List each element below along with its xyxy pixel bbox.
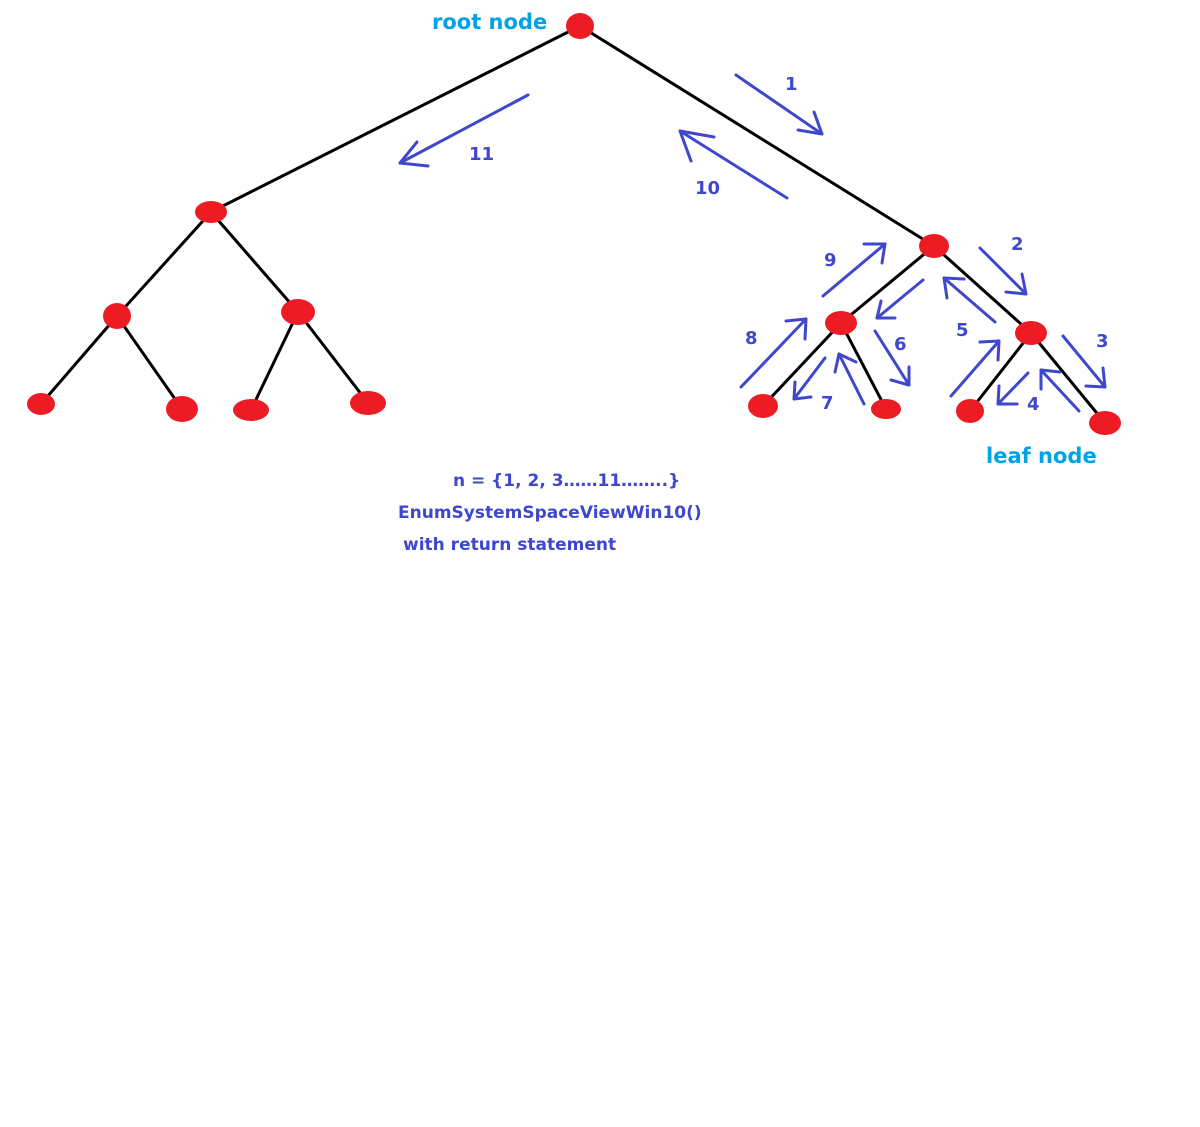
arrow-step-3: [1061, 334, 1107, 389]
note-function: EnumSystemSpaceViewWin10(): [398, 503, 702, 523]
arrow-step-9b: [875, 278, 925, 320]
leaf-node-2: [166, 396, 198, 422]
arrow-step-8: [739, 317, 808, 389]
edge-root-right: [578, 24, 936, 248]
edge-ll-leaf1: [39, 314, 119, 406]
node-right-left: [825, 311, 857, 335]
step-label-3: 3: [1096, 331, 1109, 352]
node-right: [919, 234, 949, 258]
step-label-7: 7: [821, 393, 834, 414]
step-label-6: 6: [894, 334, 907, 355]
edge-lr-leaf3: [249, 310, 300, 412]
arrow-step-6: [873, 329, 911, 387]
step-label-1: 1: [785, 74, 798, 95]
step-label-10: 10: [695, 178, 720, 199]
leaf-node-4: [350, 391, 386, 415]
arrow-step-1: [734, 73, 824, 136]
node-left: [195, 201, 227, 223]
arrow-step-9: [821, 242, 887, 298]
leaf-node-3: [233, 399, 269, 421]
edge-rl-leaf5: [761, 321, 843, 408]
arrow-step-5: [942, 276, 997, 324]
root-node: [566, 13, 594, 39]
arrow-step-4: [996, 371, 1030, 406]
arrow-step-11: [398, 93, 530, 168]
arrow-step-10: [678, 129, 789, 200]
node-left-left: [103, 303, 131, 329]
edge-lr-leaf4: [296, 310, 370, 405]
leaf-node-1: [27, 393, 55, 415]
leaf-node-label: leaf node: [986, 444, 1097, 468]
arrow-step-4b: [1039, 368, 1081, 413]
edge-rr-leaf7: [968, 331, 1033, 413]
tree-edges: [39, 24, 1107, 425]
note-return: with return statement: [403, 535, 617, 555]
tree-nodes: [27, 13, 1121, 435]
edge-left-lr: [209, 210, 300, 314]
root-node-label: root node: [432, 10, 547, 34]
arrow-step-7: [792, 356, 827, 401]
arrow-step-2: [978, 246, 1028, 296]
leaf-node-5: [748, 394, 778, 418]
edge-rr-leaf8: [1029, 331, 1107, 425]
edge-right-rr: [932, 244, 1033, 335]
node-right-right: [1015, 321, 1047, 345]
node-left-right: [281, 299, 315, 325]
edge-ll-leaf2: [115, 314, 184, 411]
edge-root-left: [209, 24, 582, 214]
step-label-11: 11: [469, 144, 494, 165]
traversal-arrows: [398, 73, 1107, 413]
step-label-8: 8: [745, 328, 758, 349]
step-labels: 1 2 3 4 5 6 7 8 9 10 11: [469, 74, 1109, 415]
note-set: n = {1, 2, 3……11……..}: [453, 471, 681, 491]
arrow-step-5b: [949, 339, 1001, 398]
arrow-step-7b: [833, 352, 866, 406]
leaf-node-8: [1089, 411, 1121, 435]
edge-right-rl: [839, 244, 936, 325]
edge-left-ll: [115, 210, 213, 318]
leaf-node-6: [871, 399, 901, 419]
step-label-5: 5: [956, 320, 969, 341]
edge-rl-leaf6: [839, 321, 888, 411]
step-label-9: 9: [824, 250, 837, 271]
step-label-2: 2: [1011, 234, 1024, 255]
leaf-node-7: [956, 399, 984, 423]
step-label-4: 4: [1027, 394, 1040, 415]
